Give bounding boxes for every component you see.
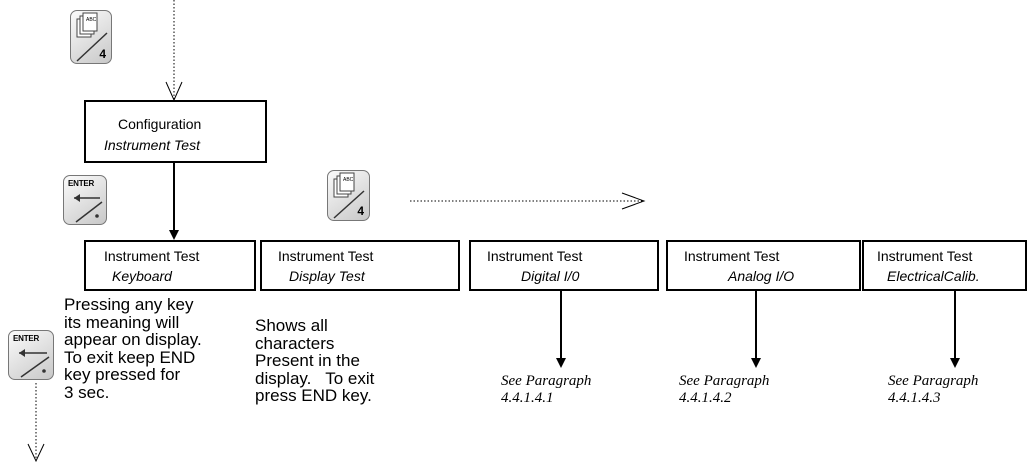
enter-key-label: ENTER <box>68 179 95 188</box>
enter-key-label: ENTER <box>13 334 40 343</box>
test-box-title: Instrument Test <box>278 248 374 264</box>
enter-arrow-icon <box>74 194 103 223</box>
test-box-digital: Instrument Test Digital I/0 <box>469 240 659 291</box>
configuration-title: Configuration <box>118 116 202 132</box>
test-box-subtitle: Display Test <box>289 268 365 284</box>
test-box-subtitle: ElectricalCalib. <box>887 268 980 284</box>
digital-reference: See Paragraph 4.4.1.4.1 <box>501 373 592 406</box>
test-box-title: Instrument Test <box>877 248 973 264</box>
analog-reference: See Paragraph 4.4.1.4.2 <box>679 373 770 406</box>
horizontal-dotted-arrowhead <box>621 192 646 210</box>
test-box-subtitle: Digital I/0 <box>521 268 580 284</box>
enter-key[interactable]: ENTER <box>63 175 107 225</box>
pages-icon <box>333 172 365 219</box>
test-box-title: Instrument Test <box>684 248 780 264</box>
menu-key-number: 4 <box>357 204 364 218</box>
configuration-box: Configuration Instrument Test <box>84 100 267 163</box>
menu-key-caption: ABC <box>343 177 354 183</box>
enter-arrow-icon <box>19 349 50 378</box>
bottom-dotted-arrowhead <box>27 443 45 463</box>
configuration-subtitle: Instrument Test <box>104 137 200 153</box>
menu-key-number: 4 <box>99 47 106 61</box>
test-box-keyboard: Instrument Test Keyboard <box>84 240 256 291</box>
menu-key-4[interactable]: ABC 4 <box>70 10 112 64</box>
menu-key-caption: ABC <box>86 17 97 23</box>
test-box-display: Instrument Test Display Test <box>260 240 460 291</box>
test-box-subtitle: Keyboard <box>112 268 172 284</box>
pages-icon <box>76 12 108 62</box>
display-test-note: Shows all characters Present in the disp… <box>255 316 375 405</box>
test-box-title: Instrument Test <box>487 248 583 264</box>
test-box-analog: Instrument Test Analog I/O <box>666 240 861 291</box>
enter-key-bottom[interactable]: ENTER <box>8 330 54 380</box>
test-box-subtitle: Analog I/O <box>728 268 795 284</box>
keyboard-test-note: Pressing any key its meaning will appear… <box>64 295 202 402</box>
electrical-reference: See Paragraph 4.4.1.4.3 <box>888 373 979 406</box>
menu-key-4-secondary[interactable]: ABC 4 <box>327 170 370 221</box>
test-box-title: Instrument Test <box>104 248 200 264</box>
test-box-electrical: Instrument Test ElectricalCalib. <box>862 240 1027 291</box>
